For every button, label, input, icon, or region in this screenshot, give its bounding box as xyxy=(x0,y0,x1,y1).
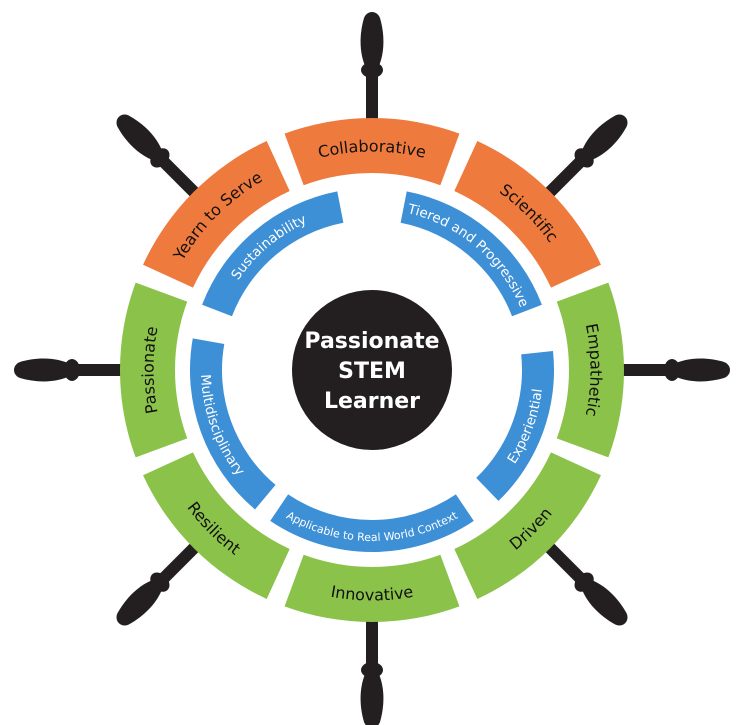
outer-segment-label: Passionate xyxy=(138,325,161,415)
spoke-handle xyxy=(610,358,730,382)
spoke-handle xyxy=(360,608,384,725)
outer-segment xyxy=(143,452,290,599)
outer-ring: CollaborativeScientificEmpatheticDrivenI… xyxy=(120,118,624,623)
spoke-handle xyxy=(116,534,208,626)
hub: Passionate STEM Learner xyxy=(292,290,452,450)
hub-line-3: Learner xyxy=(324,389,420,414)
spoke-handle xyxy=(116,114,208,206)
outer-segment xyxy=(454,452,601,599)
hub-circle xyxy=(292,290,452,450)
outer-segment xyxy=(454,141,601,288)
wheel-spokes xyxy=(14,12,730,725)
outer-segment-label: Empathetic xyxy=(582,322,606,418)
outer-segment-label: Innovative xyxy=(329,582,414,605)
outer-segment xyxy=(120,282,188,458)
inner-segment xyxy=(400,191,542,317)
inner-segment xyxy=(189,338,276,510)
inner-segment xyxy=(270,494,474,552)
outer-segment xyxy=(143,141,290,288)
outer-segment xyxy=(556,282,624,458)
outer-segment xyxy=(284,118,460,186)
spoke-handle xyxy=(536,534,628,626)
spoke-handle xyxy=(14,358,134,382)
inner-segment xyxy=(202,191,344,317)
spoke-handle xyxy=(536,114,628,206)
hub-line-2: STEM xyxy=(338,359,406,384)
inner-segment xyxy=(476,350,554,501)
spoke-handle xyxy=(360,12,384,132)
outer-segment xyxy=(284,554,460,623)
hub-line-1: Passionate xyxy=(304,329,439,354)
